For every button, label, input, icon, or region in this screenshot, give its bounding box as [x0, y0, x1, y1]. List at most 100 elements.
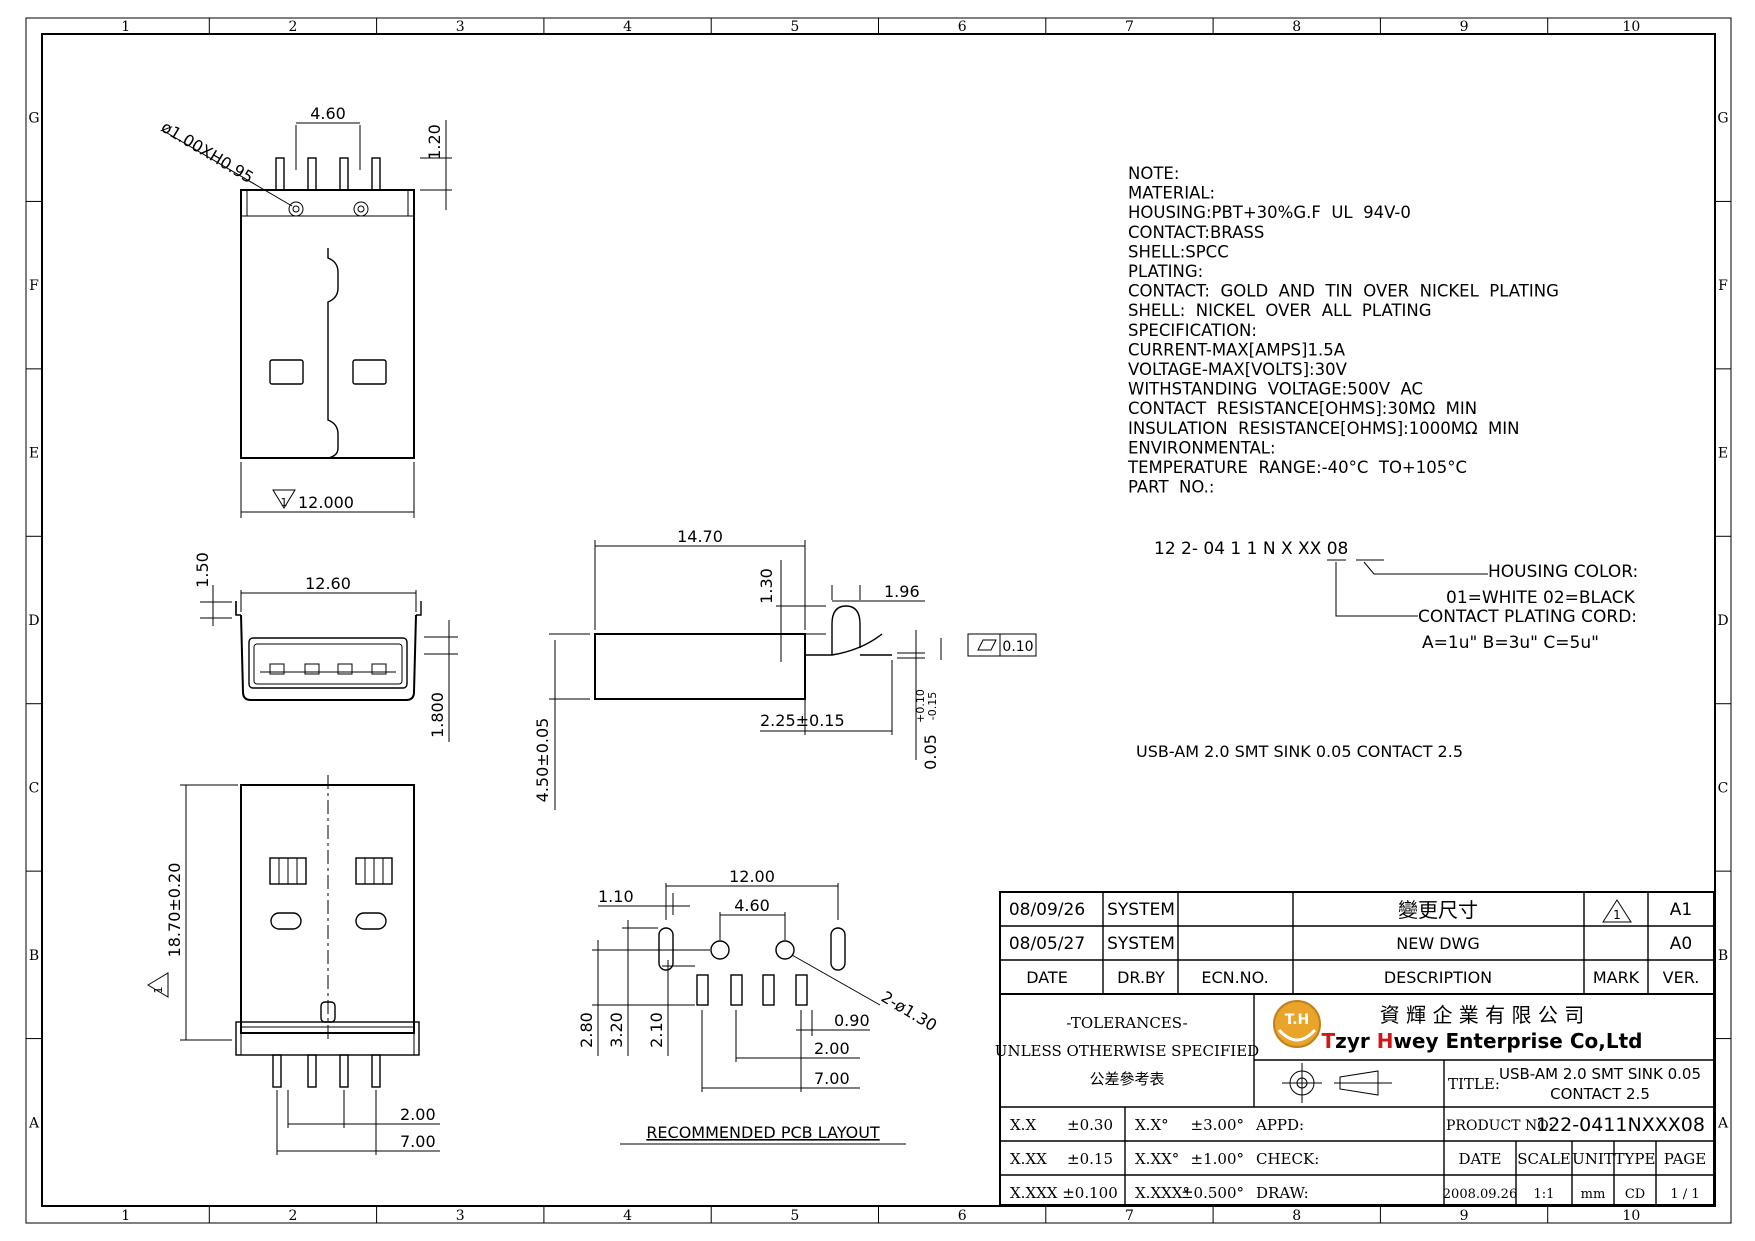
- pcb-dim-320: 3.20: [607, 1012, 626, 1048]
- row-label: B: [29, 948, 39, 964]
- dim-sink: 0.05: [921, 734, 940, 770]
- dim-height: 4.50±0.05: [533, 718, 552, 803]
- note-line: WITHSTANDING VOLTAGE:500V AC: [1128, 380, 1423, 399]
- title-block: 08/09/26 SYSTEM 變更尺寸 1 A1 08/05/27 SYSTE…: [995, 891, 1715, 1206]
- title-line-1: USB-AM 2.0 SMT SINK 0.05: [1499, 1065, 1701, 1083]
- pcb-layout: 12.00 1.10 4.60 2-ø1.30 0.90 2.00 7.00 2…: [577, 867, 940, 1145]
- note-line: ENVIRONMENTAL:: [1128, 438, 1276, 457]
- tolerance-cell: ±0.30: [1067, 1116, 1113, 1134]
- dim-top-pitch: 4.60: [310, 104, 346, 123]
- rev1-mark-triangle: [1602, 899, 1632, 923]
- hdr-ecn: ECN.NO.: [1201, 968, 1268, 987]
- dim-len-1870: 18.70±0.20: [165, 863, 184, 958]
- rev1-by: SYSTEM: [1107, 900, 1175, 920]
- pcb-dim-holes: 2-ø1.30: [878, 987, 940, 1035]
- top-pin: [371, 157, 381, 191]
- row-label: D: [28, 613, 39, 629]
- column-label: 2: [288, 19, 297, 35]
- tolerance-cell: ±1.00°: [1191, 1150, 1244, 1168]
- column-label: 6: [958, 1208, 967, 1224]
- note-line: NOTE:: [1128, 164, 1179, 183]
- bottom-slot: [355, 912, 387, 930]
- column-label: 5: [790, 19, 799, 35]
- hdr-desc: DESCRIPTION: [1384, 968, 1492, 987]
- dim-side-150: 1.50: [193, 552, 212, 588]
- plating-values: A=1u" B=3u" C=5u": [1422, 633, 1599, 653]
- rev2-desc: NEW DWG: [1396, 934, 1480, 953]
- info-header: DATE: [1459, 1150, 1502, 1168]
- column-label: 7: [1125, 19, 1134, 35]
- info-value: 1:1: [1534, 1187, 1555, 1202]
- hdr-date: DATE: [1026, 968, 1068, 987]
- column-label: 9: [1460, 1208, 1469, 1224]
- tolerance-cell: X.XXX°: [1135, 1184, 1190, 1202]
- company-name-en: Tzyr Hwey Enterprise Co,Ltd: [1322, 1029, 1643, 1053]
- row-label: D: [1717, 613, 1728, 629]
- note-line: VOLTAGE-MAX[VOLTS]:30V: [1128, 360, 1348, 379]
- svg-text:1: 1: [281, 496, 288, 509]
- flatness-value: 0.10: [1002, 639, 1033, 655]
- note-line: INSULATION RESISTANCE[OHMS]:1000MΩ MIN: [1128, 419, 1520, 438]
- shell-window: [352, 359, 387, 385]
- title-label: TITLE:: [1448, 1075, 1500, 1093]
- note-line: CURRENT-MAX[AMPS]1.5A: [1128, 340, 1346, 359]
- dim-tail: 2.25±0.15: [760, 711, 845, 730]
- note-line: CONTACT RESISTANCE[OHMS]:30MΩ MIN: [1128, 399, 1477, 418]
- bottom-slot: [270, 912, 302, 930]
- svg-text:1: 1: [152, 987, 165, 994]
- info-header: UNIT: [1572, 1150, 1614, 1168]
- column-label: 5: [790, 1208, 799, 1224]
- note-line: CONTACT: GOLD AND TIN OVER NICKEL PLATIN…: [1128, 282, 1559, 301]
- dim-sink-tol-up: +0.10: [914, 689, 927, 723]
- info-value: 2008.09.26: [1443, 1187, 1517, 1202]
- row-label: C: [1718, 780, 1729, 796]
- column-label: 7: [1125, 1208, 1134, 1224]
- note-line: SPECIFICATION:: [1128, 321, 1257, 340]
- tolerance-cell: ±0.100: [1062, 1184, 1118, 1202]
- info-value: 1 / 1: [1670, 1187, 1699, 1202]
- top-pin: [339, 157, 349, 191]
- pcb-dim-200: 2.00: [814, 1039, 850, 1058]
- dim-len-1470: 14.70: [677, 527, 723, 546]
- front-view: 12.60 1.50 1.800: [193, 552, 458, 742]
- contact-slot: [304, 663, 320, 675]
- rev2-ver: A0: [1670, 934, 1692, 954]
- dim-side-1260: 12.60: [305, 574, 351, 593]
- row-label: A: [28, 1115, 40, 1131]
- column-label: 8: [1292, 1208, 1301, 1224]
- note-line: MATERIAL:: [1128, 184, 1215, 203]
- part-code-string: 12 2- 04 1 1 N X XX 08: [1154, 539, 1348, 559]
- bottom-view: 18.70±0.20 1 2.00 7.00: [147, 775, 440, 1155]
- row-label: B: [1718, 948, 1728, 964]
- tolerance-cell: ±0.500°: [1181, 1184, 1244, 1202]
- tolerances-subheading: UNLESS OTHERWISE SPECIFIED: [995, 1042, 1259, 1060]
- shell-window: [269, 359, 304, 385]
- flatness-frame: [967, 633, 1037, 657]
- dim-bottom-700: 7.00: [400, 1132, 436, 1151]
- pcb-dim-280: 2.80: [577, 1012, 596, 1048]
- tolerance-cell: X.X: [1010, 1116, 1036, 1134]
- row-label: E: [29, 446, 39, 462]
- plating-label: CONTACT PLATING CORD:: [1418, 607, 1637, 627]
- info-value: CD: [1625, 1187, 1645, 1202]
- info-value: mm: [1581, 1187, 1606, 1202]
- rev1-mark: 1: [1613, 908, 1621, 922]
- pcb-slot: [658, 927, 674, 971]
- revision-triangle: [272, 489, 296, 509]
- tolerance-cell: X.XX°: [1135, 1150, 1179, 1168]
- pcb-dim-460: 4.60: [734, 896, 770, 915]
- column-label: 3: [456, 19, 465, 35]
- dim-sink-tol-dn: -0.15: [926, 692, 939, 720]
- contact-slot: [371, 663, 387, 675]
- rev2-by: SYSTEM: [1107, 934, 1175, 954]
- note-line: PART NO.:: [1128, 478, 1214, 497]
- note-line: PLATING:: [1128, 262, 1203, 281]
- info-header: SCALE: [1517, 1150, 1571, 1168]
- contact-slot: [269, 663, 285, 675]
- hole-marker: [353, 201, 369, 217]
- draw-label: DRAW:: [1256, 1184, 1309, 1202]
